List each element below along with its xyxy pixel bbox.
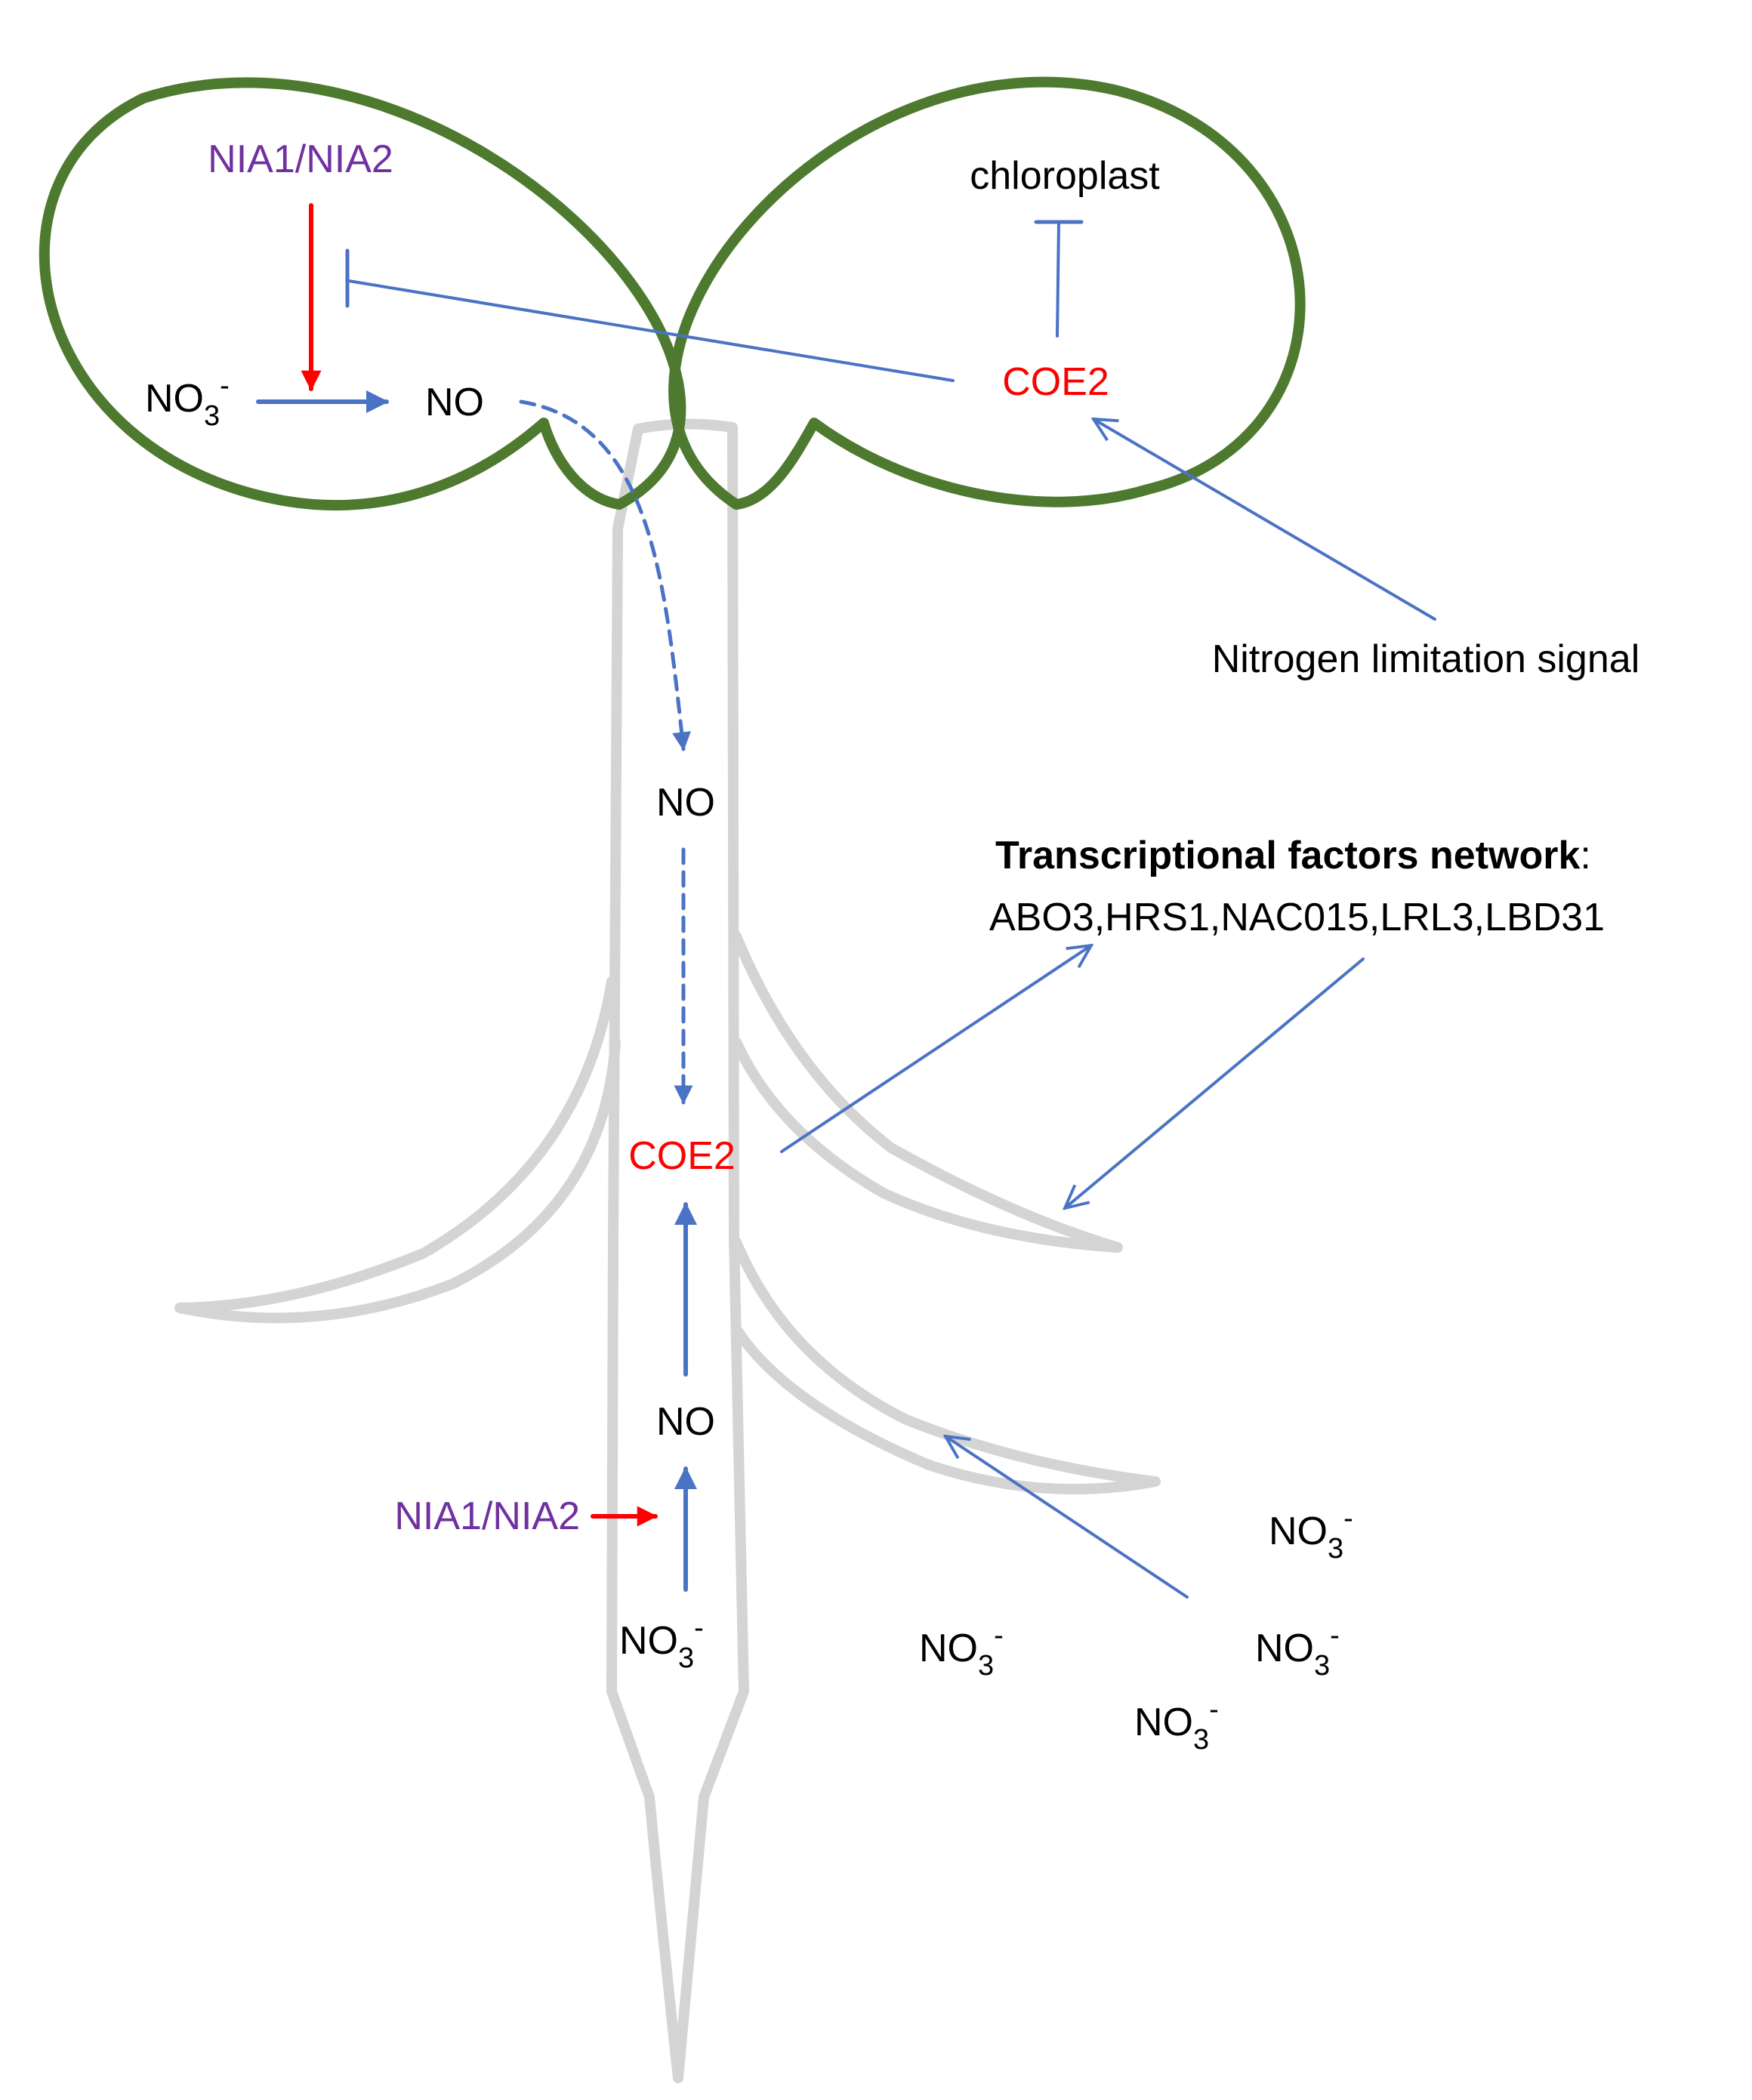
soil-nitrate-label: NO3- [1269,1503,1353,1565]
left-nitrate-label: NO3- [145,370,230,432]
root-coe2-label: COE2 [628,1134,736,1178]
root-nitrate-label: NO3- [619,1612,704,1674]
soil-nitrate-label: NO3- [919,1620,1004,1682]
lateral-root-lower-right [731,1237,1161,1494]
lateral-root-left [174,976,621,1324]
root-nia-label: NIA1/NIA2 [394,1494,580,1538]
lateral-root-upper-right [731,931,1123,1253]
soil-nitrate-label: NO3- [1255,1620,1340,1682]
no-transport-dashed-arrow [519,399,692,751]
labels: NIA1/NIA2 NO3- NO chloroplast COE2 Nitro… [145,137,1639,1756]
left-no-label: NO [425,381,484,424]
root-structure [174,418,1161,2083]
left-cotyledon [39,77,686,510]
chloroplast-label: chloroplast [970,154,1160,198]
left-nia-label: NIA1/NIA2 [208,137,393,181]
primary-root [606,418,749,2083]
nitrogen-limitation-signal-label: Nitrogen limitation signal [1212,637,1640,681]
root-no-upper-label: NO [656,781,715,825]
root-no-lower-label: NO [656,1400,715,1444]
coe2-inhibits-no-line [347,279,955,382]
arrows [256,203,1436,1599]
tf-network-title: Transcriptional factors network: [995,834,1591,877]
cotyledons [39,76,1306,510]
signal-to-coe2-arrow [1093,419,1436,621]
coe2-to-tf-network-arrow [780,945,1091,1153]
tf-network-members: ABO3,HRS1,NAC015,LRL3,LBD31 [989,896,1605,939]
tf-network-to-lateral-root-arrow [1065,957,1365,1208]
right-cotyledon [668,76,1306,510]
shoot-coe2-label: COE2 [1002,360,1109,404]
soil-nitrate-label: NO3- [1134,1694,1219,1756]
coe2-inhibits-chloroplast-line [1056,220,1060,338]
soil-nitrate-to-root-arrow [945,1436,1189,1599]
